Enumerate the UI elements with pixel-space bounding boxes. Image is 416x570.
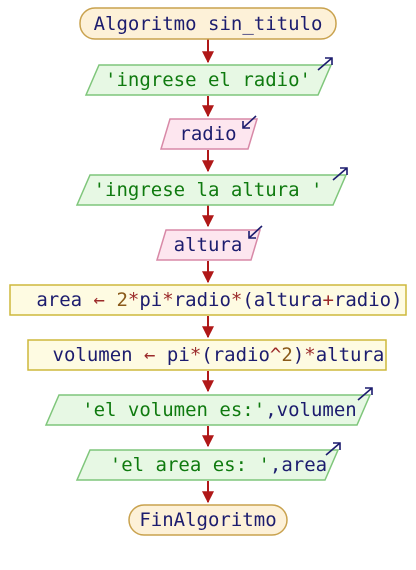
- output-node-ingrese-altura: 'ingrese la altura ': [75, 167, 348, 206]
- expr-token: 2: [116, 289, 127, 311]
- expr-token: [105, 289, 116, 311]
- expr-token: ←: [144, 344, 155, 366]
- expr-token: 'el area es: ': [110, 454, 270, 476]
- expr-token: 2: [281, 344, 292, 366]
- expr-token: *: [231, 289, 242, 311]
- output-arrow-icon: [332, 167, 348, 181]
- expr-token: ←: [94, 289, 105, 311]
- output-text-ingrese-altura: 'ingrese la altura ': [94, 179, 323, 201]
- expr-token: 'el volumen es:': [82, 399, 265, 421]
- input-arrow-icon: [248, 225, 263, 239]
- output-text-ingrese-radio: 'ingrese el radio': [105, 69, 311, 91]
- output-node-area: 'el area es: ',area: [30, 442, 385, 481]
- expr-token: *: [304, 344, 315, 366]
- input-node-altura: altura: [155, 225, 263, 261]
- output-text-volumen: 'el volumen es:',volumen: [2, 399, 414, 421]
- output-node-ingrese-radio: 'ingrese el radio': [84, 57, 333, 96]
- input-text-altura: altura: [174, 234, 243, 256]
- output-node-volumen: 'el volumen es:',volumen: [2, 387, 414, 426]
- expr-token: volumen: [53, 344, 145, 366]
- expr-token: radio: [174, 289, 231, 311]
- input-text-radio: radio: [179, 123, 236, 145]
- expr-token: *: [128, 289, 139, 311]
- input-arrow-icon: [242, 115, 257, 129]
- expr-token: pi: [155, 344, 189, 366]
- process-text-volumen: volumen ← pi*(radio^2)*altura: [0, 344, 416, 366]
- expr-token: radio): [334, 289, 403, 311]
- expr-token: area: [36, 289, 93, 311]
- input-node-radio: radio: [159, 115, 259, 150]
- output-arrow-icon: [357, 387, 373, 401]
- expr-token: (altura: [242, 289, 322, 311]
- expr-token: *: [162, 289, 173, 311]
- expr-token: ): [293, 344, 304, 366]
- expr-token: (radio: [201, 344, 270, 366]
- end-node: FinAlgoritmo: [128, 504, 288, 536]
- end-label: FinAlgoritmo: [139, 509, 276, 531]
- output-arrow-icon: [325, 442, 341, 456]
- expr-token: *: [190, 344, 201, 366]
- expr-token: altura: [316, 344, 385, 366]
- expr-token: +: [322, 289, 333, 311]
- process-node-volumen: volumen ← pi*(radio^2)*altura: [0, 339, 416, 371]
- process-text-area: area ← 2*pi*radio*(altura+radio): [0, 289, 416, 311]
- expr-token: ,area: [270, 454, 327, 476]
- start-label: Algoritmo sin_titulo: [94, 13, 323, 35]
- output-text-area: 'el area es: ',area: [30, 454, 385, 476]
- start-node: Algoritmo sin_titulo: [79, 7, 337, 40]
- output-arrow-icon: [317, 57, 333, 71]
- process-node-area: area ← 2*pi*radio*(altura+radio): [0, 284, 416, 316]
- expr-token: pi: [139, 289, 162, 311]
- expr-token: ,volumen: [265, 399, 357, 421]
- expr-token: ^: [270, 344, 281, 366]
